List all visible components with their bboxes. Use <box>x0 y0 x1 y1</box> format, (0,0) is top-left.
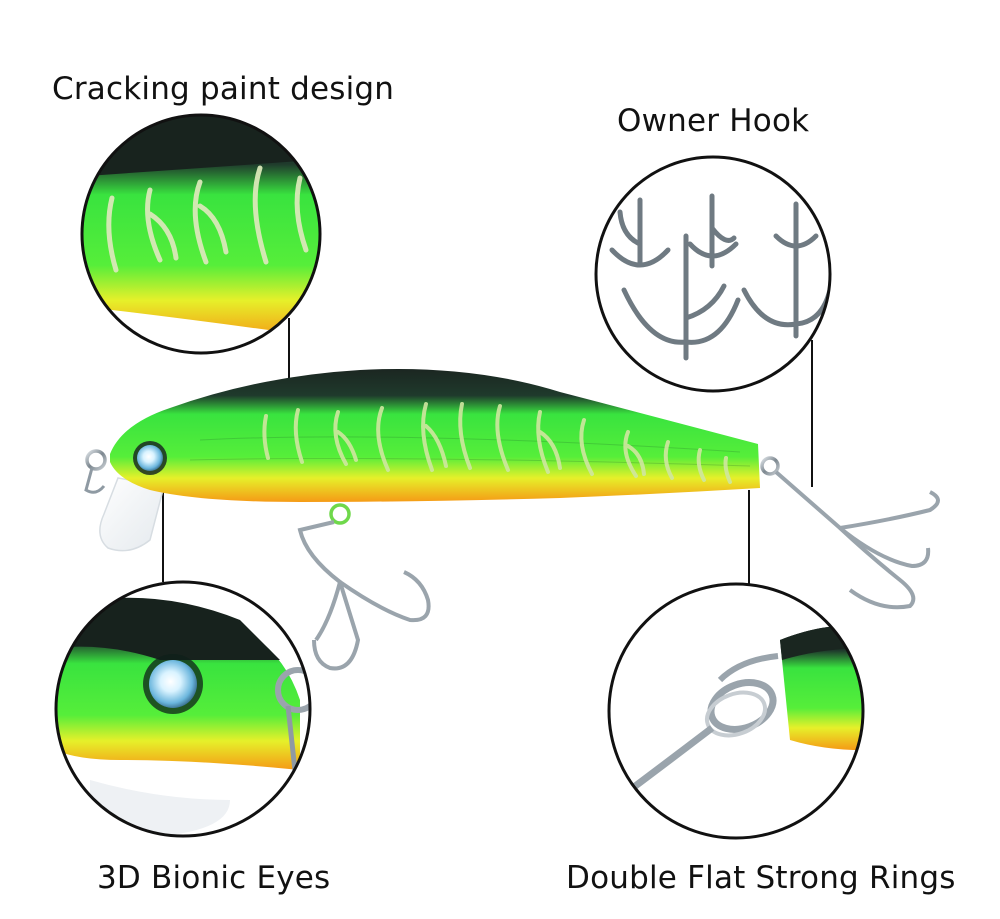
detail-circle-eyes <box>54 580 312 838</box>
belly-treble-hook <box>297 520 361 671</box>
main-lure <box>84 368 940 671</box>
lure-eye <box>137 445 163 471</box>
tail-treble-hook <box>774 470 916 610</box>
detail-circle-rings <box>607 582 865 840</box>
tiger-stripes <box>262 402 732 484</box>
nose-line-ring <box>85 449 107 471</box>
nose-split-ring <box>84 467 106 494</box>
caption-bionic-eyes: 3D Bionic Eyes <box>97 860 331 896</box>
caption-cracking-paint: Cracking paint design <box>52 71 395 107</box>
diving-lip <box>99 477 165 552</box>
detail-circle-hook <box>594 155 832 393</box>
detail-circle-paint <box>80 113 322 355</box>
caption-owner-hook: Owner Hook <box>617 103 810 139</box>
caption-strong-rings: Double Flat Strong Rings <box>566 860 956 896</box>
